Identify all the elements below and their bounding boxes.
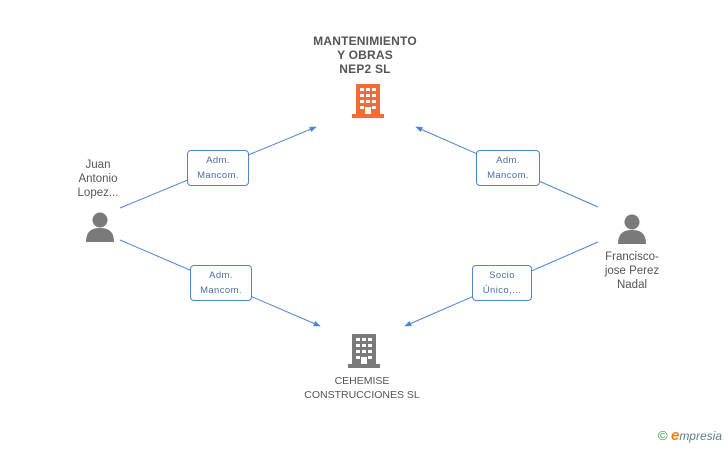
company-name-line: NEP2 SL: [339, 62, 391, 76]
brand-name: mpresia: [679, 429, 722, 443]
company-name-line: CEHEMISE: [334, 375, 390, 387]
edge-label-right-bottom[interactable]: Socio Único,...: [472, 265, 532, 301]
edge-label-line: Mancom.: [200, 285, 242, 296]
edge-label-line: Mancom.: [487, 170, 529, 181]
edge-label-left-top[interactable]: Adm. Mancom.: [187, 150, 249, 186]
copyright-symbol: ©: [658, 428, 668, 443]
company-name-top[interactable]: MANTENIMIENTO Y OBRAS NEP2 SL: [300, 34, 430, 76]
person-name-line: Nadal: [616, 279, 648, 291]
person-name-line: jose Perez: [604, 265, 660, 277]
edge-label-left-bottom[interactable]: Adm. Mancom.: [190, 265, 252, 301]
edge-label-line: Adm.: [206, 155, 230, 166]
person-name-left[interactable]: Juan Antonio Lopez...: [60, 158, 136, 200]
person-name-right[interactable]: Francisco- jose Perez Nadal: [588, 250, 676, 292]
edge-label-line: Adm.: [209, 270, 233, 281]
brand-e: e: [670, 427, 680, 444]
company-name-line: MANTENIMIENTO: [313, 34, 417, 48]
edge-label-line: Único,...: [482, 285, 522, 296]
building-icon[interactable]: [352, 84, 384, 118]
person-name-line: Lopez...: [77, 187, 119, 199]
brand-logo[interactable]: © empresia: [658, 427, 722, 444]
edge-label-line: Adm.: [496, 155, 520, 166]
company-name-bottom[interactable]: CEHEMISE CONSTRUCCIONES SL: [282, 374, 442, 402]
company-name-line: CONSTRUCCIONES SL: [304, 389, 420, 401]
building-icon[interactable]: [348, 334, 380, 368]
edge-label-line: Socio: [489, 270, 515, 281]
person-icon[interactable]: [618, 214, 646, 245]
person-icon[interactable]: [86, 212, 114, 243]
edge-label-right-top[interactable]: Adm. Mancom.: [476, 150, 540, 186]
person-name-line: Francisco-: [605, 251, 659, 263]
person-name-line: Antonio: [78, 173, 118, 185]
edge-label-line: Mancom.: [197, 170, 239, 181]
person-name-line: Juan: [85, 159, 111, 171]
company-name-line: Y OBRAS: [337, 48, 393, 62]
